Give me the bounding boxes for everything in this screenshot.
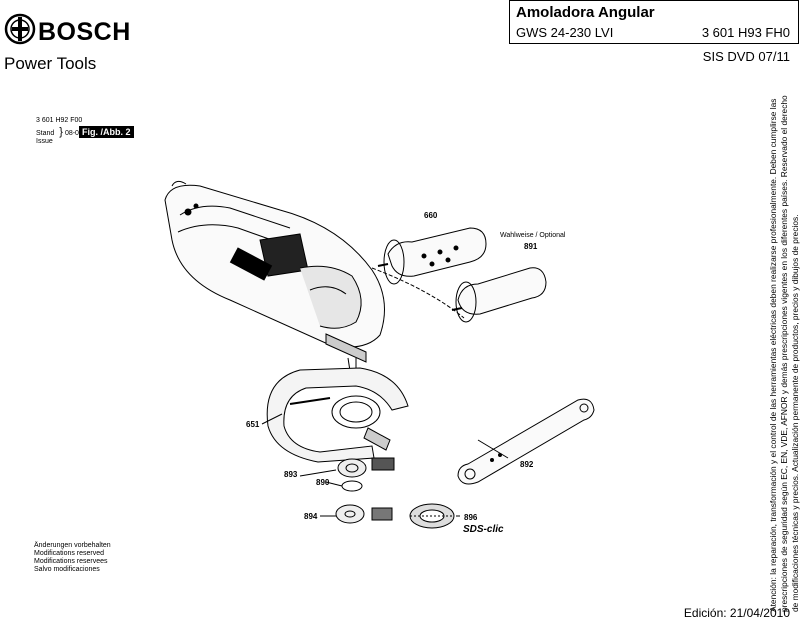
- part-label-890: 890: [316, 478, 330, 487]
- bosch-logo-icon: [4, 13, 36, 45]
- clamping-nut-icon: [335, 504, 393, 524]
- side-handle-891-icon: [451, 267, 547, 323]
- grinder-body-icon: [164, 180, 385, 363]
- model-number: GWS 24-230 LVI: [516, 25, 614, 40]
- note-line: Salvo modificaciones: [34, 566, 100, 573]
- part-label-893: 893: [284, 470, 298, 479]
- part-label-651: 651: [246, 420, 260, 429]
- side-handle-660-icon: [377, 227, 487, 285]
- brand-division: Power Tools: [4, 54, 97, 73]
- note-line: Modifications reservees: [34, 558, 108, 565]
- doc-date: 08-05-28: [65, 130, 93, 137]
- product-code: 3 601 H93 FH0: [701, 25, 790, 40]
- brand-name: BOSCH: [38, 18, 131, 46]
- mounting-flange-icon: [337, 457, 395, 492]
- product-title: Amoladora Angular: [516, 4, 655, 21]
- stand-label: Stand: [36, 130, 55, 137]
- safety-note: Atención: la reparación, transformación …: [768, 95, 800, 612]
- wheel-guard-icon: [266, 367, 409, 463]
- issue-label: Issue: [36, 138, 53, 145]
- doc-number: 3 601 H92 F00: [36, 117, 83, 124]
- spanner-wrench-icon: [457, 398, 595, 485]
- doc-meta: 3 601 H92 F00 Stand } 08-05-28 Issue: [36, 117, 93, 146]
- part-label-892: 892: [520, 460, 534, 469]
- title-block: Amoladora Angular GWS 24-230 LVI 3 601 H…: [509, 0, 799, 44]
- part-label-660: 660: [424, 211, 438, 220]
- note-line: Modifications reserved: [34, 550, 105, 557]
- part-label-894: 894: [304, 512, 318, 521]
- modifications-notes: Änderungen vorbehalten Modifications res…: [34, 542, 111, 574]
- sds-clic-nut-icon: [409, 503, 455, 529]
- part-label-896: 896: [464, 513, 478, 522]
- note-line: Änderungen vorbehalten: [34, 542, 111, 549]
- sis-version: SIS DVD 07/11: [702, 49, 790, 64]
- edition-date: Edición: 21/04/2010: [683, 606, 790, 620]
- part-label-891: 891: [524, 242, 538, 251]
- figure-tag: Fig. /Abb. 2: [79, 126, 134, 138]
- sds-clic-label: SDS-clic: [463, 524, 504, 535]
- optional-label: Wahlweise / Optional: [500, 232, 566, 239]
